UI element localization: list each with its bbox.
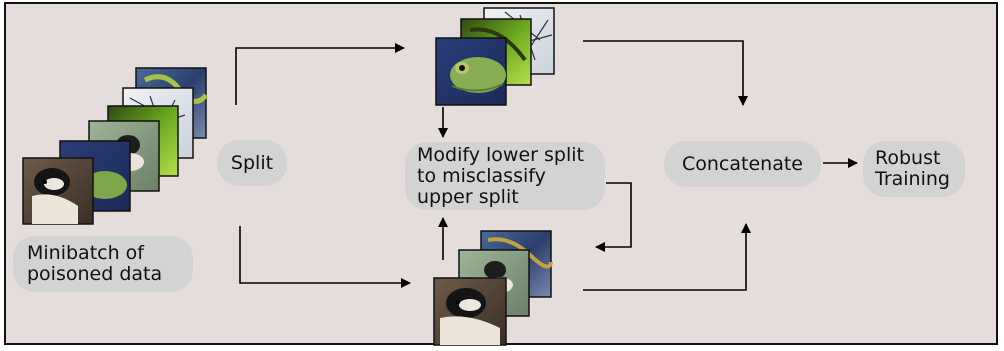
arrow-split-to-upper	[235, 43, 405, 105]
modify-label: Modify lower split to misclassify upper …	[405, 142, 605, 210]
upper-tile-frog	[435, 37, 507, 106]
robust-training-label: Robust Training	[863, 141, 965, 197]
minibatch-label: Minibatch of poisoned data	[13, 236, 193, 292]
arrow-upper-to-concatenate	[583, 40, 748, 106]
concatenate-label: Concatenate	[664, 141, 821, 187]
arrow-modify-to-lower	[595, 182, 632, 252]
minibatch-image-stack	[22, 67, 209, 225]
lower-tile-chickadee	[433, 277, 507, 346]
arrow-lower-to-concatenate	[583, 223, 751, 291]
lower-split-image-stack	[433, 230, 553, 346]
arrows	[235, 40, 858, 291]
upper-split-image-stack	[435, 7, 555, 106]
arrow-split-to-lower	[239, 226, 411, 288]
image-tile-chickadee	[22, 157, 94, 225]
split-label: Split	[217, 140, 287, 186]
